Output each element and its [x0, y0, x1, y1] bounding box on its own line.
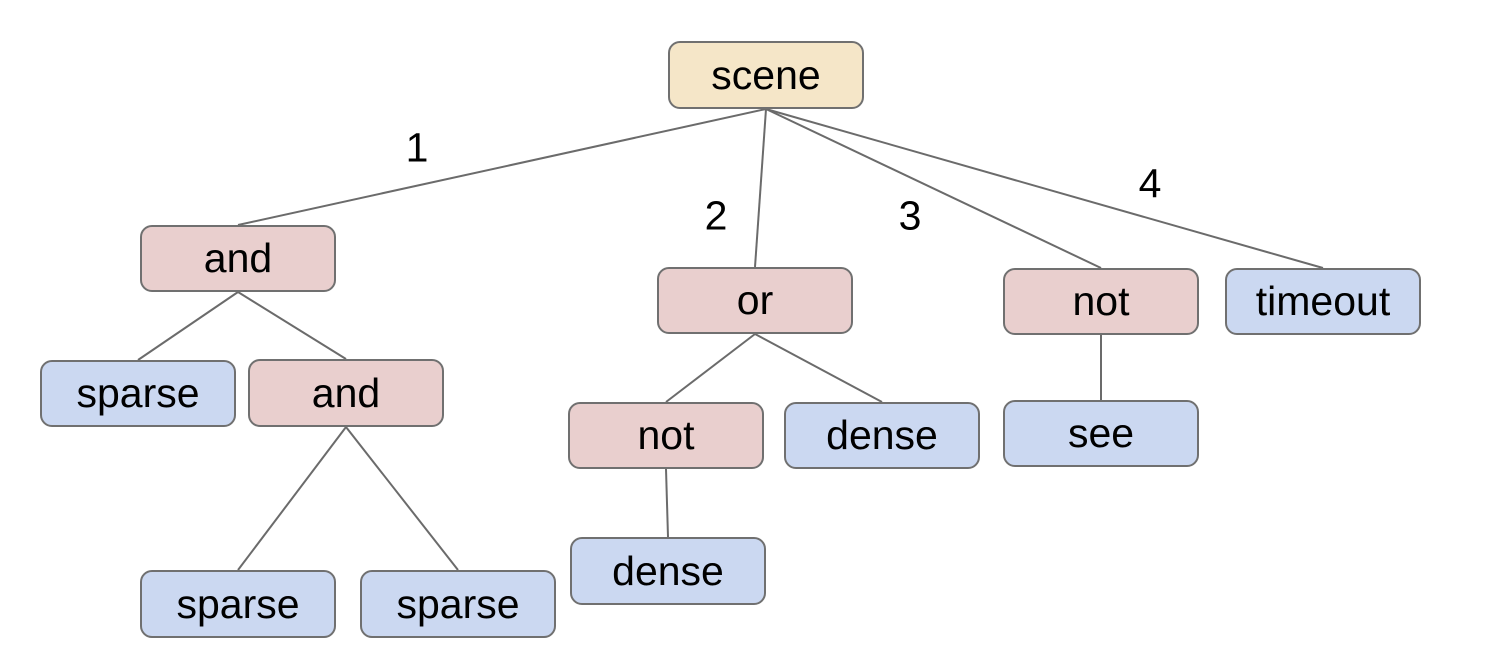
node-label: and: [311, 369, 381, 416]
node-not1: not: [1003, 268, 1199, 335]
edge-scene-not1: [765, 108, 1102, 269]
node-sparse2: sparse: [140, 570, 336, 638]
node-label: not: [1072, 278, 1130, 324]
node-see1: see: [1003, 400, 1199, 467]
node-label: dense: [826, 412, 938, 458]
node-label: sparse: [396, 580, 520, 627]
edge-scene-and1: [237, 108, 767, 226]
edge-and2-sparse3: [345, 426, 459, 571]
edge-label-3: 3: [898, 192, 922, 239]
edge-scene-or1: [754, 108, 767, 268]
node-label: dense: [612, 547, 724, 594]
edge-scene-timeout1: [765, 108, 1324, 269]
node-label: not: [637, 412, 695, 458]
edge-not2-dense2: [665, 468, 669, 538]
edge-label-1: 1: [405, 124, 429, 171]
node-label: sparse: [176, 580, 300, 627]
node-not2: not: [568, 402, 764, 469]
node-dense1: dense: [784, 402, 980, 469]
node-label: and: [203, 235, 273, 281]
node-scene: scene: [668, 41, 864, 109]
edge-label-2: 2: [704, 192, 728, 239]
edge-and2-sparse2: [237, 426, 347, 571]
node-or1: or: [657, 267, 853, 334]
edge-label-4: 4: [1138, 160, 1162, 207]
node-label: scene: [711, 51, 821, 98]
node-dense2: dense: [570, 537, 766, 605]
node-label: or: [736, 277, 774, 323]
node-and1: and: [140, 225, 336, 292]
node-sparse3: sparse: [360, 570, 556, 638]
node-timeout1: timeout: [1225, 268, 1421, 335]
node-label: timeout: [1255, 278, 1391, 324]
edge-and1-and2: [237, 291, 347, 360]
node-label: see: [1067, 410, 1135, 456]
node-label: sparse: [76, 370, 200, 416]
edge-and1-sparse1: [137, 291, 239, 361]
node-and2: and: [248, 359, 444, 427]
edge-or1-not2: [665, 333, 756, 403]
edge-or1-dense1: [754, 333, 883, 403]
node-sparse1: sparse: [40, 360, 236, 427]
